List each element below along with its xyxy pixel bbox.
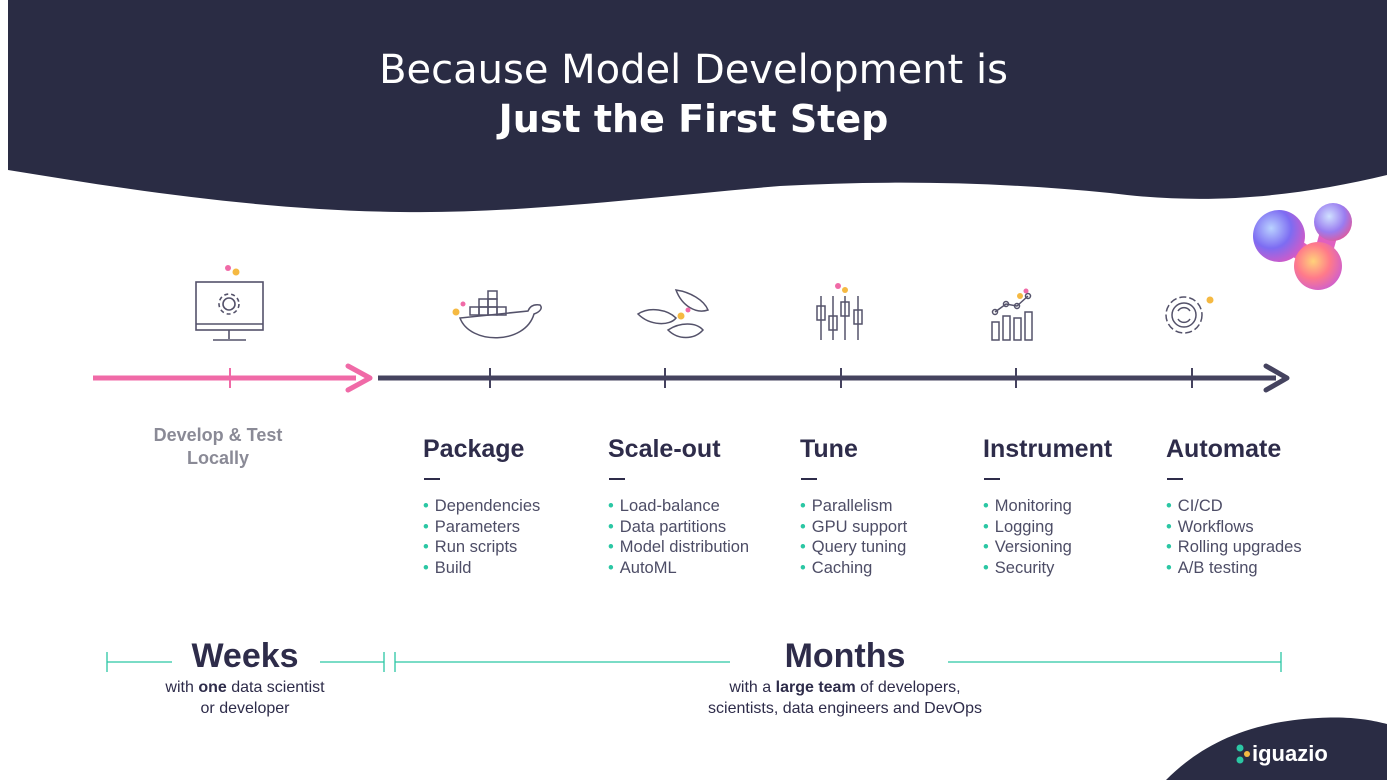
weeks-title: Weeks: [191, 637, 299, 675]
iguazio-logo-icon: [1236, 744, 1250, 764]
stage-title: Automate: [1166, 435, 1282, 463]
whales-icon: [636, 289, 709, 339]
stage-tune: Tune •Parallelism •GPU support •Query tu…: [800, 432, 990, 579]
list-item: •Model distribution: [608, 538, 750, 557]
stage-items: •Parallelism •GPU support •Query tuning …: [800, 496, 990, 579]
list-item: •Dependencies: [423, 497, 541, 515]
stage-items: •Dependencies •Parameters •Run scripts •…: [423, 496, 613, 579]
weeks-bracket: [106, 652, 385, 672]
local-arrow: [93, 363, 373, 393]
list-item: •Load-balance: [608, 497, 720, 515]
list-item: •Data partitions: [608, 517, 727, 536]
list-item: •A/B testing: [1166, 559, 1258, 578]
list-item: •Workflows: [1166, 517, 1254, 536]
stage-dash: [609, 478, 625, 480]
stage-dash: [984, 478, 1000, 480]
stage-automate: Automate •CI/CD •Workflows •Rolling upgr…: [1166, 432, 1356, 579]
weeks-description: with one data scientist or developer: [95, 677, 395, 719]
local-label-line-1: Develop & Test: [153, 425, 283, 445]
months-desc-line-2: scientists, data engineers and DevOps: [708, 700, 982, 717]
header-wave-background: [8, 0, 1387, 213]
stage-items: •Monitoring •Logging •Versioning •Securi…: [983, 496, 1173, 579]
weeks-desc-line-2: or developer: [200, 700, 290, 717]
title-line-1: Because Model Development is: [379, 47, 1008, 93]
weeks-desc-line-1: with one data scientist: [165, 679, 325, 696]
list-item: •Caching: [800, 559, 873, 578]
stage-instrument: Instrument •Monitoring •Logging •Version…: [983, 432, 1173, 579]
months-description: with a large team of developers, scienti…: [645, 677, 1045, 719]
bar-chart-icon: [991, 288, 1033, 341]
stage-title: Package: [423, 435, 525, 463]
iguazio-logo-text: iguazio: [1252, 741, 1328, 766]
stage-items: •CI/CD •Workflows •Rolling upgrades •A/B…: [1166, 496, 1356, 579]
list-item: •Logging: [983, 517, 1054, 536]
timeline-arrow: [378, 363, 1290, 393]
stage-dash: [1167, 478, 1183, 480]
stage-dash: [801, 478, 817, 480]
stage-title: Instrument: [983, 435, 1113, 463]
months-desc-line-1: with a large team of developers,: [729, 679, 961, 696]
list-item: •Run scripts: [423, 538, 518, 557]
title-line-2: Just the First Step: [498, 97, 889, 141]
months-title: Months: [784, 637, 906, 675]
stage-dash: [424, 478, 440, 480]
monitor-gear-icon: [195, 265, 264, 341]
molecule-decoration: [1253, 203, 1352, 290]
stage-items: •Load-balance •Data partitions •Model di…: [608, 496, 798, 579]
stage-scale-out: Scale-out •Load-balance •Data partitions…: [608, 432, 798, 579]
list-item: •CI/CD: [1166, 497, 1223, 515]
list-item: •AutoML: [608, 559, 677, 578]
list-item: •Rolling upgrades: [1166, 538, 1302, 557]
docker-whale-icon: [452, 290, 542, 339]
list-item: •Versioning: [983, 538, 1072, 557]
sliders-icon: [816, 283, 863, 340]
local-label-line-2: Locally: [186, 448, 250, 468]
list-item: •Query tuning: [800, 538, 907, 557]
develop-test-locally-label: Develop & Test Locally: [118, 424, 318, 470]
stage-package: Package •Dependencies •Parameters •Run s…: [423, 432, 613, 579]
list-item: •Parallelism: [800, 497, 893, 515]
months-bracket: [394, 652, 1282, 672]
stage-title: Tune: [800, 435, 858, 463]
stage-title: Scale-out: [608, 435, 721, 463]
logo-corner-background: [1166, 717, 1387, 780]
list-item: •GPU support: [800, 517, 908, 536]
list-item: •Parameters: [423, 517, 521, 536]
gear-refresh-icon: [1165, 296, 1214, 334]
list-item: •Build: [423, 559, 472, 578]
list-item: •Security: [983, 559, 1055, 578]
list-item: •Monitoring: [983, 497, 1072, 515]
